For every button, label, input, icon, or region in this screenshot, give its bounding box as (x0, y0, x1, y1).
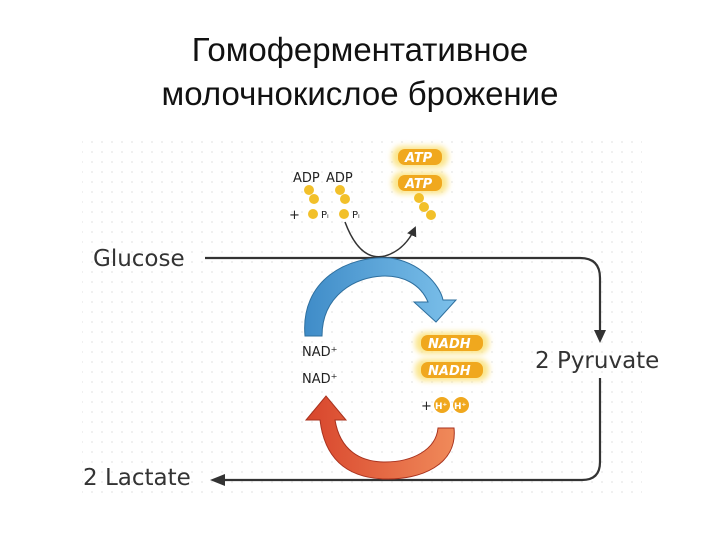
pi-label-1: Pᵢ (321, 210, 329, 221)
adp-label-2: ADP (326, 171, 353, 186)
nad-label-1: NAD⁺ (302, 345, 338, 360)
pyruvate-label: 2 Pyruvate (535, 348, 659, 374)
plus-sign-2: + (421, 399, 432, 414)
dot-grid-background (82, 133, 642, 493)
title-line-1: Гомоферментативное (191, 31, 529, 68)
adp-label-1: ADP (293, 171, 320, 186)
blue-reduction-arrow (304, 257, 458, 337)
atp-badge-1: ATP (392, 146, 448, 168)
pathway-line (205, 256, 602, 335)
atp-synthesis-arrow (344, 221, 417, 258)
title-line-2: молочнокислое брожение (161, 75, 559, 112)
lactate-label: 2 Lactate (83, 465, 191, 491)
adp-phosphate-chain-2 (335, 185, 350, 204)
atp-label-2: ATP (404, 177, 433, 192)
adp-phosphate-chain-1 (304, 185, 319, 204)
atp-label-1: ATP (404, 151, 433, 166)
nad-label-2: NAD⁺ (302, 372, 338, 387)
atp-badge-2: ATP (392, 172, 448, 194)
plus-sign-1: + (289, 208, 300, 223)
nadh-badge-1: NADH (415, 332, 489, 354)
pi-label-2: Pᵢ (352, 210, 360, 221)
slide-title: Гомоферментативное молочнокислое брожени… (0, 28, 720, 116)
pyruvate-arrowhead (594, 330, 606, 343)
h-label-2: H⁺ (454, 402, 467, 412)
hydrogen-ion-icon: H⁺ (453, 397, 469, 413)
atp-phosphate-chain (414, 193, 436, 220)
return-line (222, 378, 602, 482)
phosphate-bead-icon (308, 209, 318, 219)
phosphate-bead-icon (339, 209, 349, 219)
red-oxidation-arrow (304, 395, 455, 480)
nadh-label-1: NADH (428, 337, 471, 352)
hydrogen-ion-icon: H⁺ (434, 397, 450, 413)
nadh-badge-2: NADH (415, 359, 489, 381)
h-label-1: H⁺ (435, 402, 448, 412)
lactate-arrowhead (210, 474, 225, 486)
nadh-label-2: NADH (428, 364, 471, 379)
glucose-label: Glucose (93, 246, 185, 272)
